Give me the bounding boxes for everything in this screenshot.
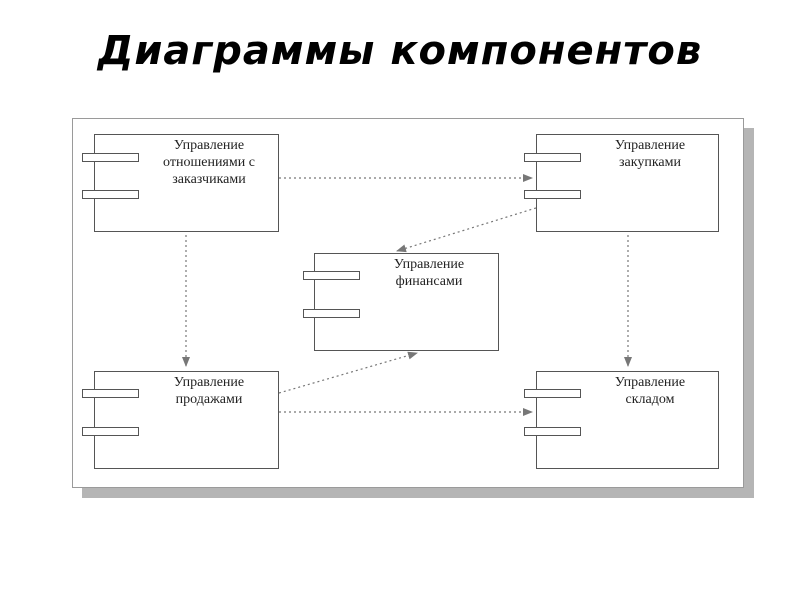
component-sales-port-bottom <box>82 427 139 436</box>
component-warehouse <box>536 371 719 469</box>
component-purchases-port-bottom <box>524 190 581 199</box>
component-customers-port-top <box>82 153 139 162</box>
component-purchases <box>536 134 719 232</box>
component-sales <box>94 371 279 469</box>
component-finance-port-bottom <box>303 309 360 318</box>
component-customers-port-bottom <box>82 190 139 199</box>
component-finance-port-top <box>303 271 360 280</box>
component-customers <box>94 134 279 232</box>
component-purchases-label: Управление закупками <box>614 138 686 170</box>
component-warehouse-label: Управление складом <box>614 375 686 407</box>
component-finance <box>314 253 499 351</box>
component-customers-label: Управление отношениями с заказчиками <box>163 138 255 187</box>
component-purchases-port-top <box>524 153 581 162</box>
component-sales-label: Управление продажами <box>173 375 245 407</box>
component-finance-label: Управление финансами <box>393 257 465 289</box>
page-title: Диаграммы компонентов <box>97 28 703 74</box>
component-sales-port-top <box>82 389 139 398</box>
component-warehouse-port-bottom <box>524 427 581 436</box>
component-warehouse-port-top <box>524 389 581 398</box>
